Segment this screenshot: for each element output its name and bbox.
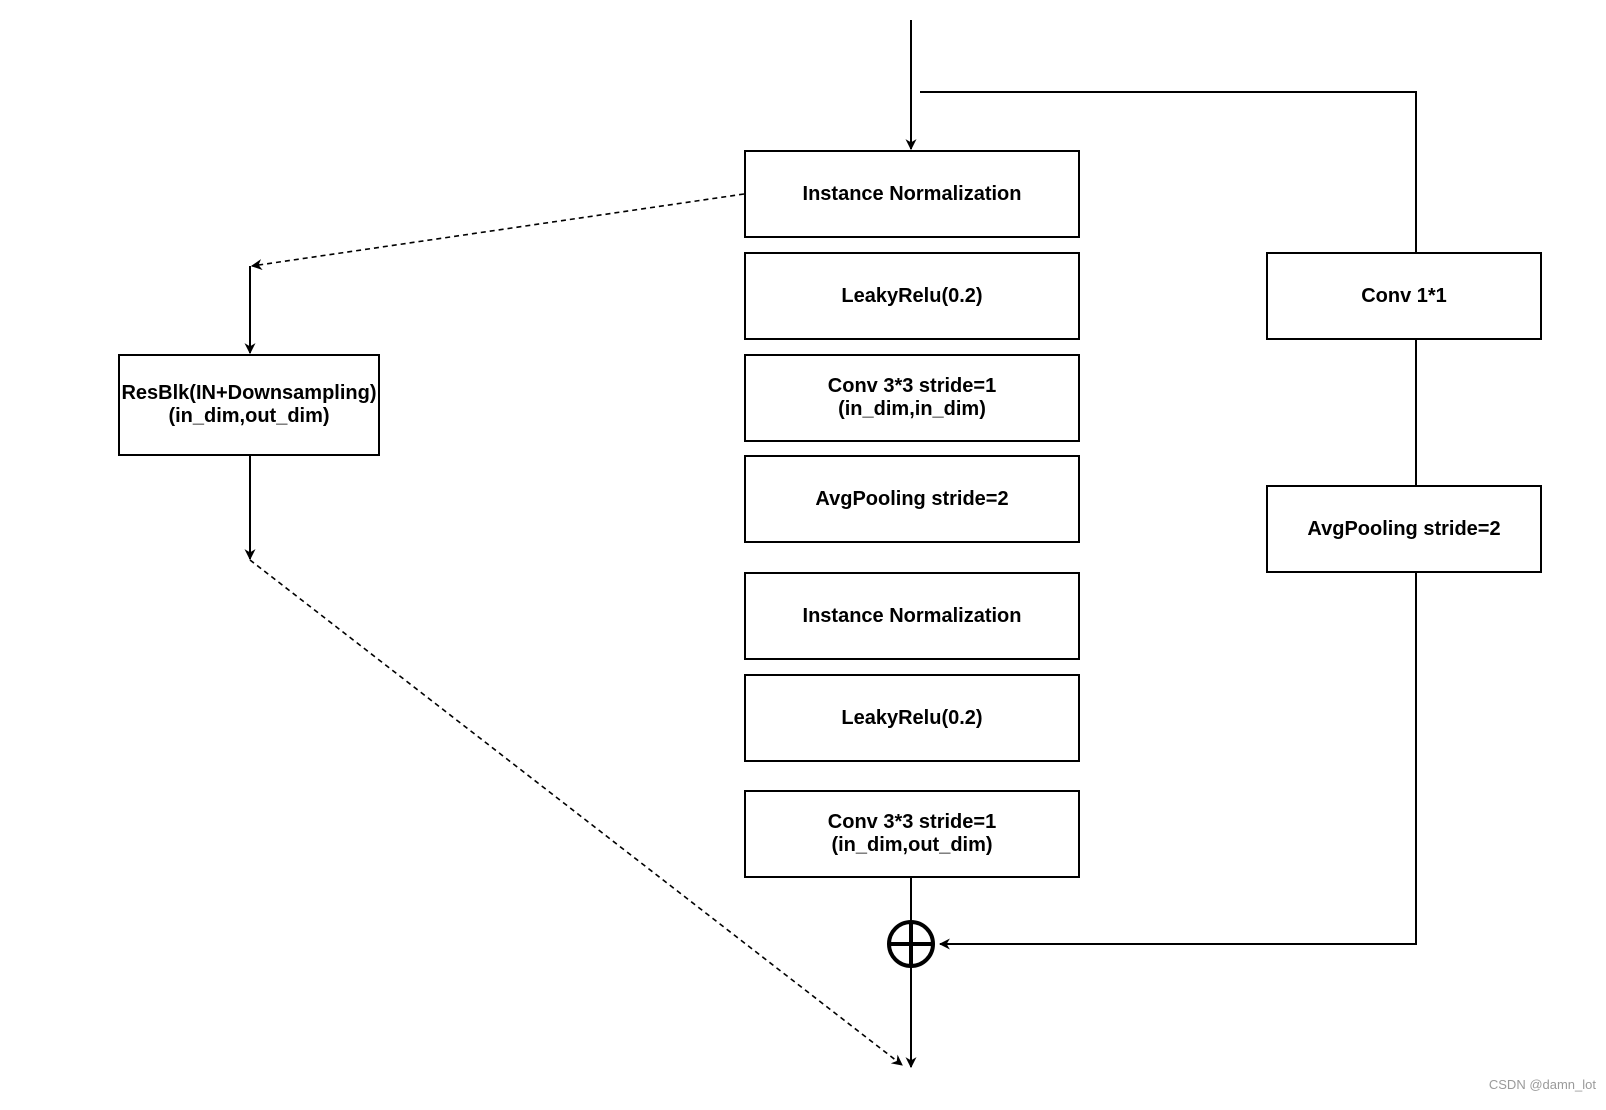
conv3x3-label-2-line2: (in_dim,out_dim) xyxy=(831,834,993,856)
watermark: CSDN @damn_lot xyxy=(1488,1077,1596,1092)
avgpool-box-1: AvgPooling stride=2 xyxy=(744,455,1080,543)
instance-norm-box-1: Instance Normalization xyxy=(744,150,1080,238)
leaky-relu-box-2: LeakyRelu(0.2) xyxy=(744,674,1080,762)
shortcut-return-arrow xyxy=(938,573,1417,950)
resblk-label-line1: ResBlk(IN+Downsampling) xyxy=(121,382,377,404)
sum-node-icon xyxy=(887,920,935,968)
shortcut-avgpool-label: AvgPooling stride=2 xyxy=(1307,517,1501,540)
leaky-relu-label-1: LeakyRelu(0.2) xyxy=(841,284,983,307)
instance-norm-label-2: Instance Normalization xyxy=(802,604,1022,627)
conv3x3-box-2: Conv 3*3 stride=1 (in_dim,out_dim) xyxy=(744,790,1080,878)
leaky-relu-label-2: LeakyRelu(0.2) xyxy=(841,706,983,729)
conv3x3-label-1-line2: (in_dim,in_dim) xyxy=(838,398,986,420)
instance-norm-label-1: Instance Normalization xyxy=(802,182,1022,205)
dashed-summary-arrow-top xyxy=(250,193,745,271)
conv3x3-label-1-line1: Conv 3*3 stride=1 xyxy=(827,375,997,397)
shortcut-avgpool-box: AvgPooling stride=2 xyxy=(1266,485,1542,573)
instance-norm-box-2: Instance Normalization xyxy=(744,572,1080,660)
dashed-summary-arrow-bottom xyxy=(249,559,903,1066)
conv3x3-label-2-line1: Conv 3*3 stride=1 xyxy=(827,811,997,833)
conv1x1-box: Conv 1*1 xyxy=(1266,252,1542,340)
shortcut-branch-line xyxy=(920,91,1417,252)
resblk-summary-box: ResBlk(IN+Downsampling) (in_dim,out_dim) xyxy=(118,354,380,456)
leaky-relu-box-1: LeakyRelu(0.2) xyxy=(744,252,1080,340)
avgpool-label-1: AvgPooling stride=2 xyxy=(815,487,1009,510)
conv1x1-label: Conv 1*1 xyxy=(1361,284,1447,307)
resblk-label-line2: (in_dim,out_dim) xyxy=(168,405,330,427)
conv3x3-box-1: Conv 3*3 stride=1 (in_dim,in_dim) xyxy=(744,354,1080,442)
